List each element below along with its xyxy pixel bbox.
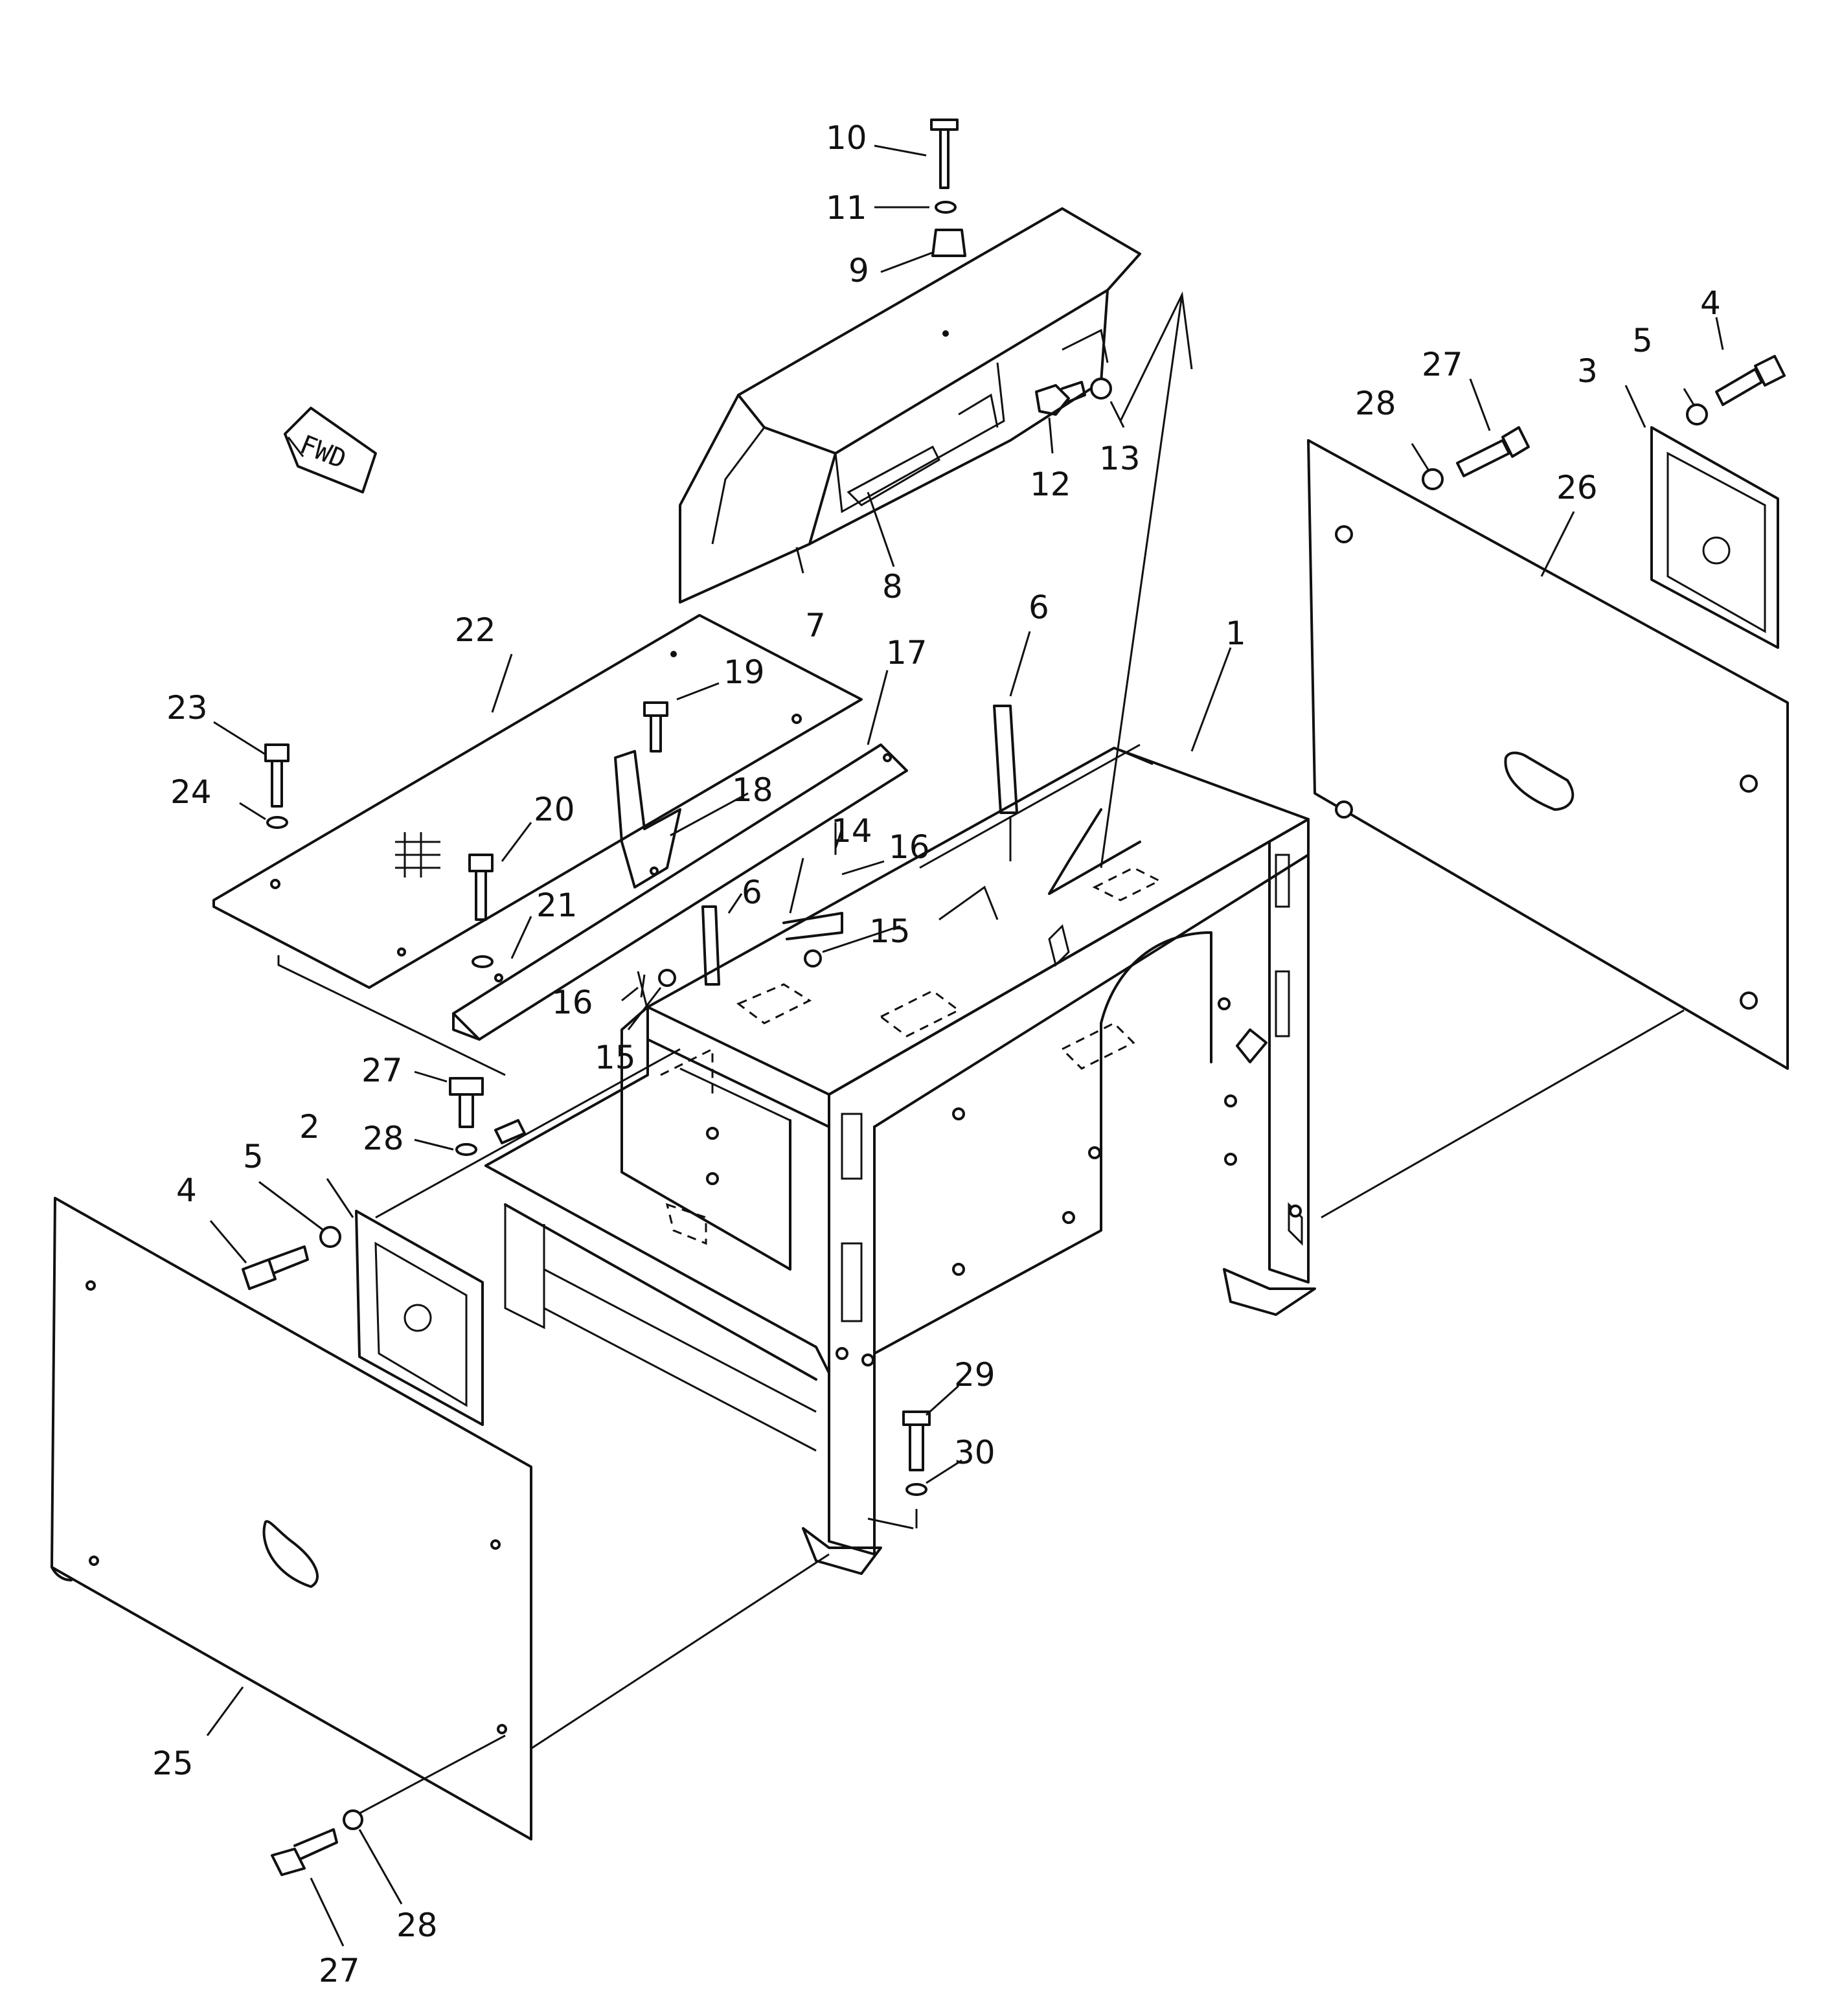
callout-27: 27 xyxy=(319,1952,360,1989)
callout-27: 27 xyxy=(361,1052,403,1089)
leader-lines xyxy=(206,144,1724,1947)
left-side-panel xyxy=(51,1197,532,1840)
callout-5: 5 xyxy=(1632,322,1653,359)
top-plate-assembly xyxy=(212,614,908,1076)
callout-6: 6 xyxy=(742,874,762,911)
fasteners xyxy=(242,119,1786,1876)
right-side-panel xyxy=(1307,439,1789,1070)
callout-29: 29 xyxy=(954,1356,995,1394)
forward-arrow-icon: FWD xyxy=(284,407,377,493)
callout-13: 13 xyxy=(1099,440,1141,477)
callout-28: 28 xyxy=(363,1120,404,1157)
callout-26: 26 xyxy=(1556,469,1598,506)
left-inspection-cover xyxy=(355,1210,484,1426)
callout-2: 2 xyxy=(299,1108,320,1146)
callout-30: 30 xyxy=(954,1434,995,1471)
callout-11: 11 xyxy=(826,189,867,227)
callout-10: 10 xyxy=(826,119,867,157)
top-cover-assembly xyxy=(679,207,1141,604)
callout-4: 4 xyxy=(1700,284,1721,322)
callout-16: 16 xyxy=(552,984,593,1021)
callout-7: 7 xyxy=(805,607,826,644)
callout-23: 23 xyxy=(166,689,208,727)
callout-6: 6 xyxy=(1029,589,1049,626)
callout-19: 19 xyxy=(723,653,765,691)
main-frame xyxy=(484,743,1316,1575)
callout-21: 21 xyxy=(536,887,578,924)
callout-5: 5 xyxy=(243,1138,264,1175)
callout-4: 4 xyxy=(176,1172,197,1209)
callout-22: 22 xyxy=(455,611,496,649)
callout-27: 27 xyxy=(1422,346,1463,383)
callout-14: 14 xyxy=(831,812,872,850)
callout-1: 1 xyxy=(1225,615,1246,652)
callout-12: 12 xyxy=(1030,466,1071,503)
callout-20: 20 xyxy=(534,791,575,828)
callout-9: 9 xyxy=(848,252,869,289)
callout-28: 28 xyxy=(1355,385,1396,422)
right-inspection-cover xyxy=(1650,426,1779,649)
callout-3: 3 xyxy=(1577,352,1598,390)
callout-17: 17 xyxy=(886,634,927,672)
callout-16: 16 xyxy=(889,828,930,866)
callout-25: 25 xyxy=(152,1745,194,1782)
callout-15: 15 xyxy=(869,912,911,950)
callout-28: 28 xyxy=(396,1907,438,1944)
callout-8: 8 xyxy=(882,568,903,606)
callout-18: 18 xyxy=(732,771,773,809)
callout-24: 24 xyxy=(170,773,212,811)
callout-labels: 1 2 3 4 4 5 5 6 6 7 8 9 10 11 12 13 14 1… xyxy=(152,119,1721,1989)
callout-15: 15 xyxy=(595,1039,636,1076)
